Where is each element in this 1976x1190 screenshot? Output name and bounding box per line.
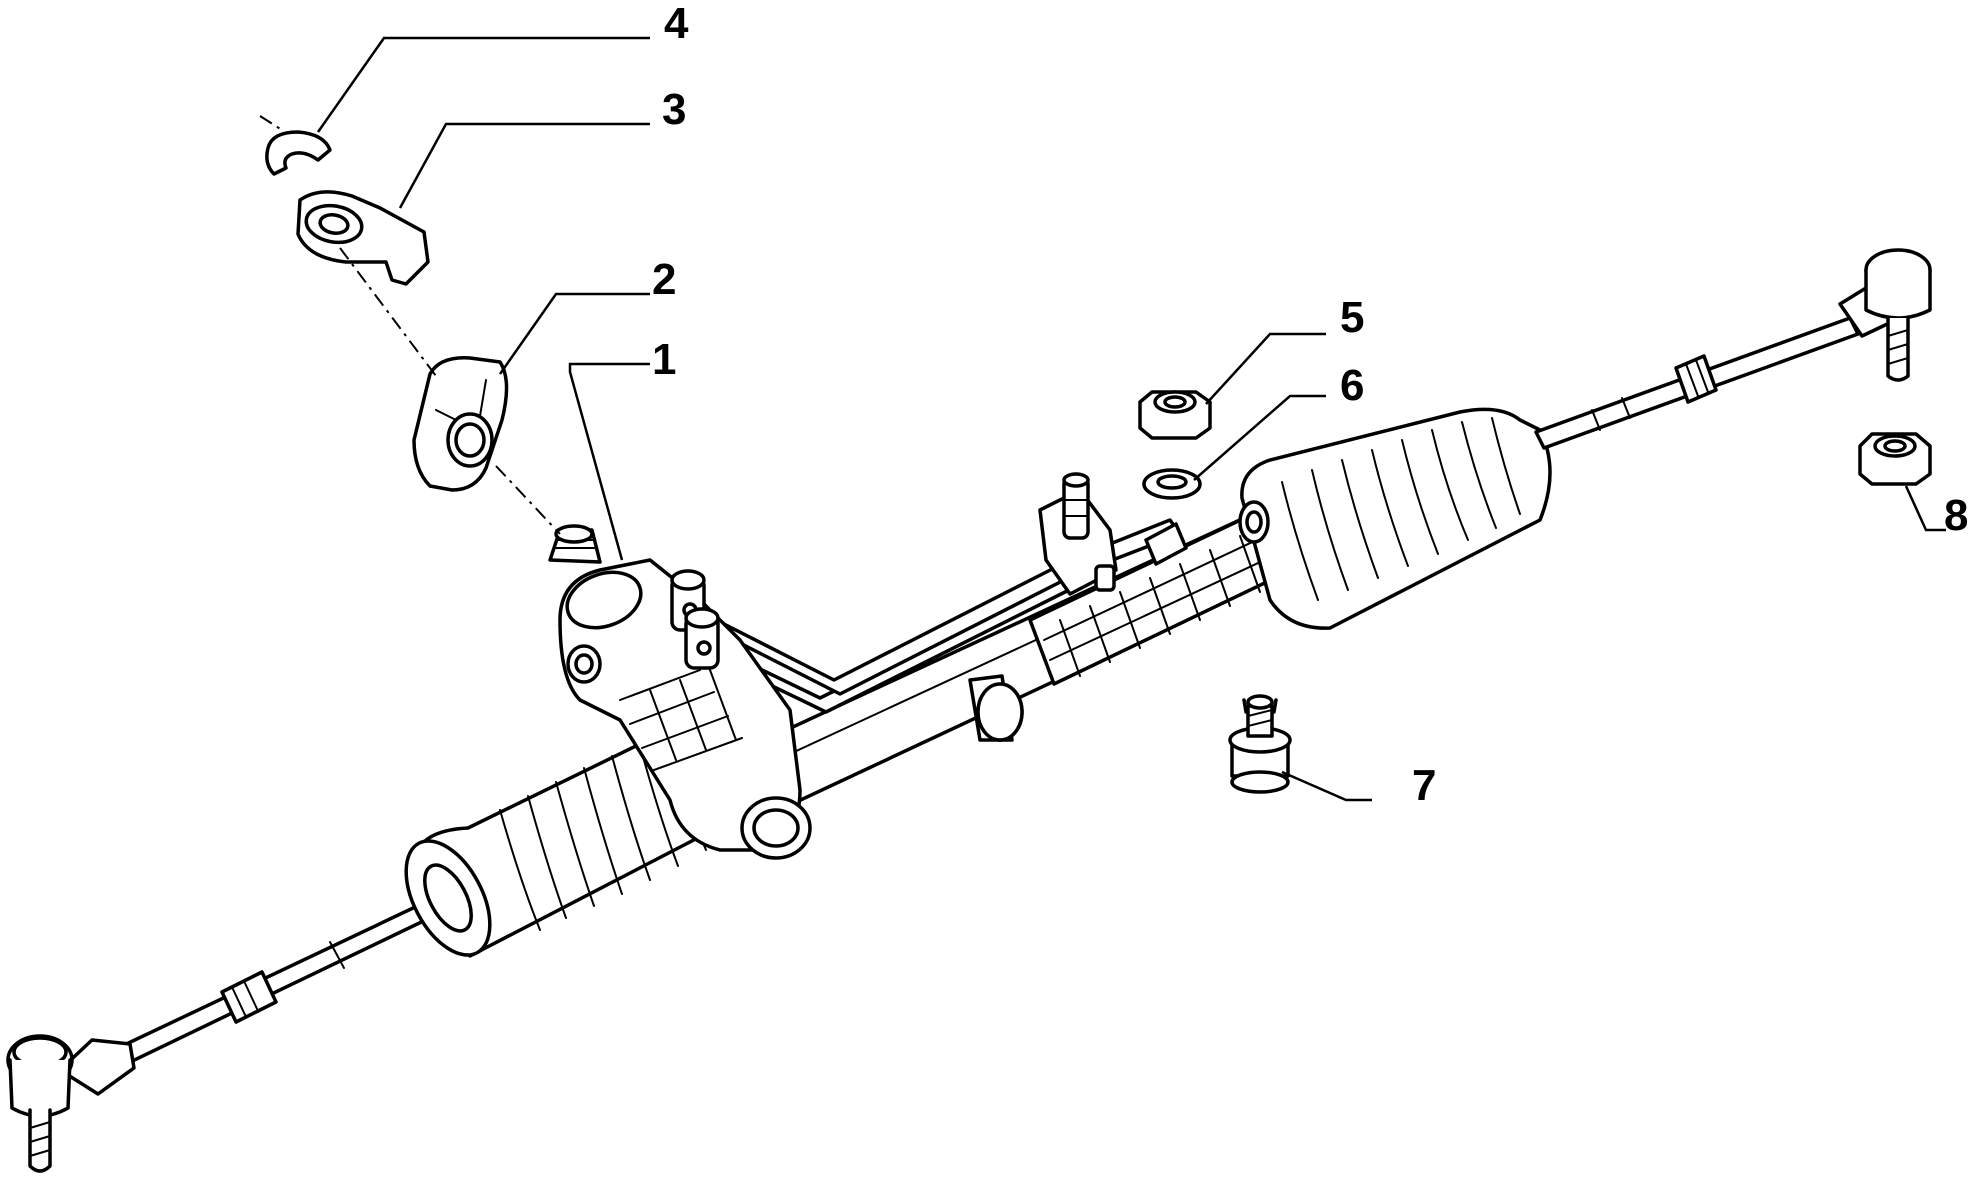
leader-4	[316, 36, 650, 133]
leader-3	[398, 122, 650, 209]
right-bellows-boot	[1238, 407, 1552, 630]
callout-2: 2	[652, 255, 676, 304]
leader-6	[1193, 394, 1326, 481]
callout-1: 1	[652, 335, 676, 384]
part-6-washer	[1142, 468, 1202, 500]
part-3-clamp	[296, 190, 430, 286]
leader-8	[1904, 485, 1946, 532]
assembly-axis-mid	[339, 247, 437, 377]
part-4-circlip	[265, 130, 332, 176]
left-bellows-boot	[404, 740, 742, 958]
right-tie-rod	[1534, 316, 1860, 450]
part-2-dust-cover	[412, 356, 509, 492]
part-5-nut	[1138, 390, 1212, 440]
part-8-nut	[1858, 432, 1932, 486]
leader-5	[1205, 332, 1326, 405]
right-tie-rod-end	[1838, 248, 1932, 382]
callout-5: 5	[1340, 293, 1364, 342]
callout-3: 3	[662, 85, 686, 134]
pinion-valve-housing	[548, 524, 812, 860]
leader-2	[498, 292, 650, 375]
callout-labels: 1 2 3 4 5 6 7 8	[652, 0, 1968, 810]
assembly-axis-lower	[495, 465, 561, 535]
leader-lines	[316, 36, 1946, 802]
assembly-axis-upper	[259, 115, 283, 131]
leader-7	[1281, 770, 1372, 802]
callout-6: 6	[1340, 361, 1364, 410]
part-7-flange-bolt	[1228, 694, 1292, 794]
callout-8: 8	[1944, 491, 1968, 540]
leader-1	[568, 362, 650, 561]
left-tie-rod	[116, 882, 460, 1066]
callout-7: 7	[1412, 761, 1436, 810]
callout-4: 4	[664, 0, 689, 48]
left-tie-rod-end	[6, 1034, 136, 1173]
